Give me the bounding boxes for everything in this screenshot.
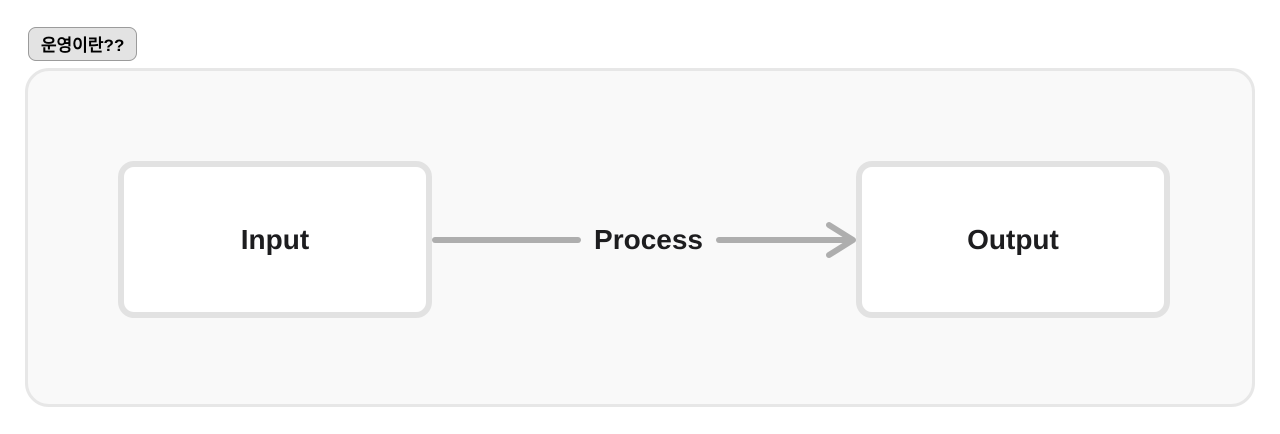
input-node: Input — [118, 161, 432, 318]
process-label: Process — [594, 224, 703, 255]
process-connector: Process — [432, 210, 857, 270]
diagram-panel: Input Process Output — [25, 68, 1255, 407]
topic-badge: 운영이란?? — [28, 27, 138, 61]
arrow-right-icon — [716, 222, 856, 258]
output-node-label: Output — [967, 223, 1059, 255]
output-node: Output — [856, 161, 1170, 318]
input-node-label: Input — [240, 223, 310, 255]
connector-line-left — [432, 237, 582, 243]
arrowhead-icon — [826, 222, 856, 258]
